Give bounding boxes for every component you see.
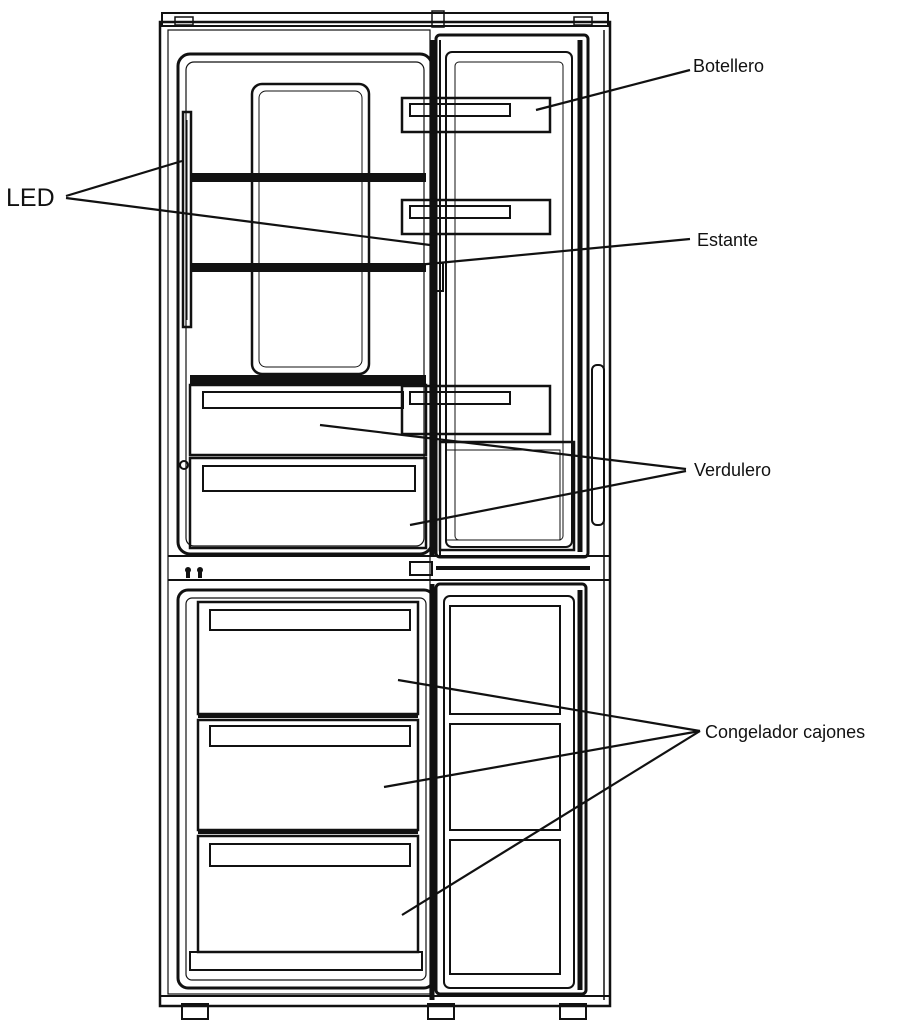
freezer-drawer-2 <box>196 718 420 834</box>
control-indicator-icon <box>185 567 203 578</box>
freezer-compartment <box>176 588 436 990</box>
label-shelf: Estante <box>697 230 758 250</box>
fridge-compartment <box>176 52 434 556</box>
leader-crisper-2 <box>409 469 687 527</box>
leader-freezer-1 <box>397 678 701 733</box>
label-freezer-drawers: Congelador cajones <box>705 722 865 742</box>
leader-freezer-3 <box>401 730 701 916</box>
leader-shelf <box>405 237 691 268</box>
leader-led-1 <box>65 159 183 198</box>
led-strip <box>181 110 193 329</box>
freezer-floor <box>189 951 423 971</box>
glass-shelf <box>190 173 426 384</box>
crisper-drawer-upper <box>188 383 428 457</box>
freezer-drawer-3 <box>196 834 420 954</box>
door-bottle-rack <box>400 96 552 436</box>
leader-freezer-2 <box>383 729 701 789</box>
cabinet-body <box>158 10 612 1020</box>
label-bottle-rack: Botellero <box>693 56 764 76</box>
compartment-divider <box>168 555 610 581</box>
leader-led-2 <box>65 196 431 247</box>
leader-crisper-1 <box>319 423 687 471</box>
freezer-door <box>429 582 588 1000</box>
label-crisper: Verdulero <box>694 460 771 480</box>
crisper-drawer-lower <box>179 456 428 550</box>
leader-bottle-rack <box>535 68 691 112</box>
label-led: LED <box>6 184 55 212</box>
callout-lines <box>65 68 701 916</box>
freezer-drawer-1 <box>196 600 420 718</box>
